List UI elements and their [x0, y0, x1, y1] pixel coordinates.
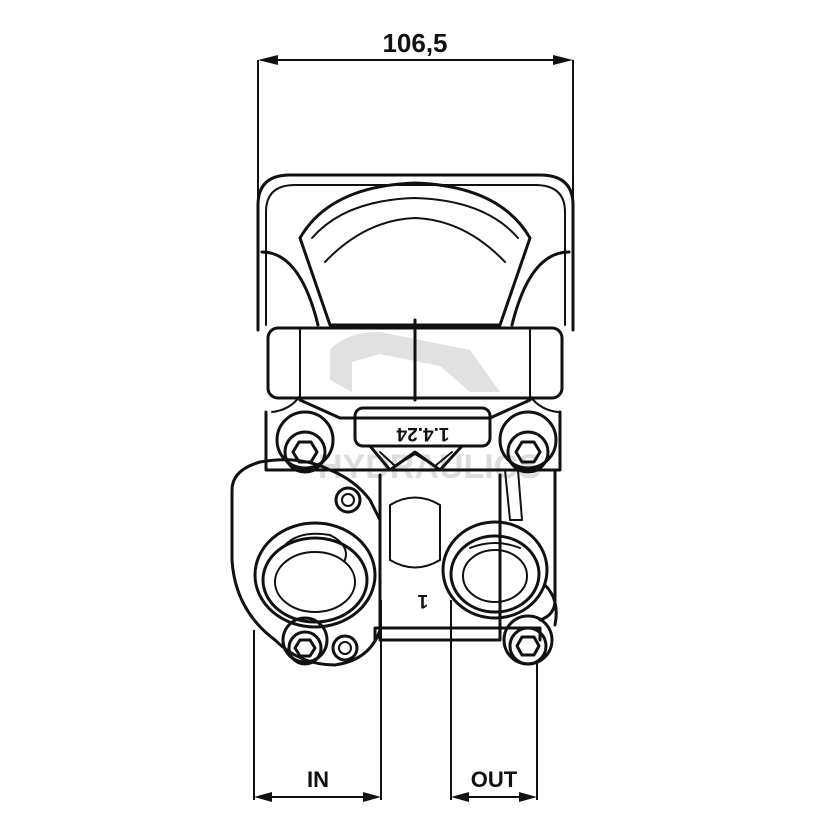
arrowhead-right: [553, 55, 573, 65]
outlet-port: [441, 520, 549, 620]
watermark-logo: HYDRAULICS: [318, 332, 541, 486]
arrowhead-left: [258, 55, 278, 65]
bolt-lower-left: [281, 616, 329, 666]
outlet-width-dimension: OUT: [450, 600, 538, 802]
bolt-upper-left: [275, 410, 335, 474]
middle-band: [266, 318, 564, 413]
bolt-upper-right: [498, 410, 558, 474]
inlet-label: IN: [307, 767, 329, 792]
body-code-marking: 1.4.24: [396, 423, 449, 444]
bolt-lower-right: [502, 614, 554, 666]
overall-width-value: 106,5: [382, 28, 447, 58]
inlet-width-dimension: IN: [253, 600, 382, 802]
port-marking: 1: [417, 590, 428, 611]
upper-housing: [256, 173, 575, 332]
outlet-label: OUT: [471, 767, 518, 792]
inlet-port: [230, 458, 382, 667]
